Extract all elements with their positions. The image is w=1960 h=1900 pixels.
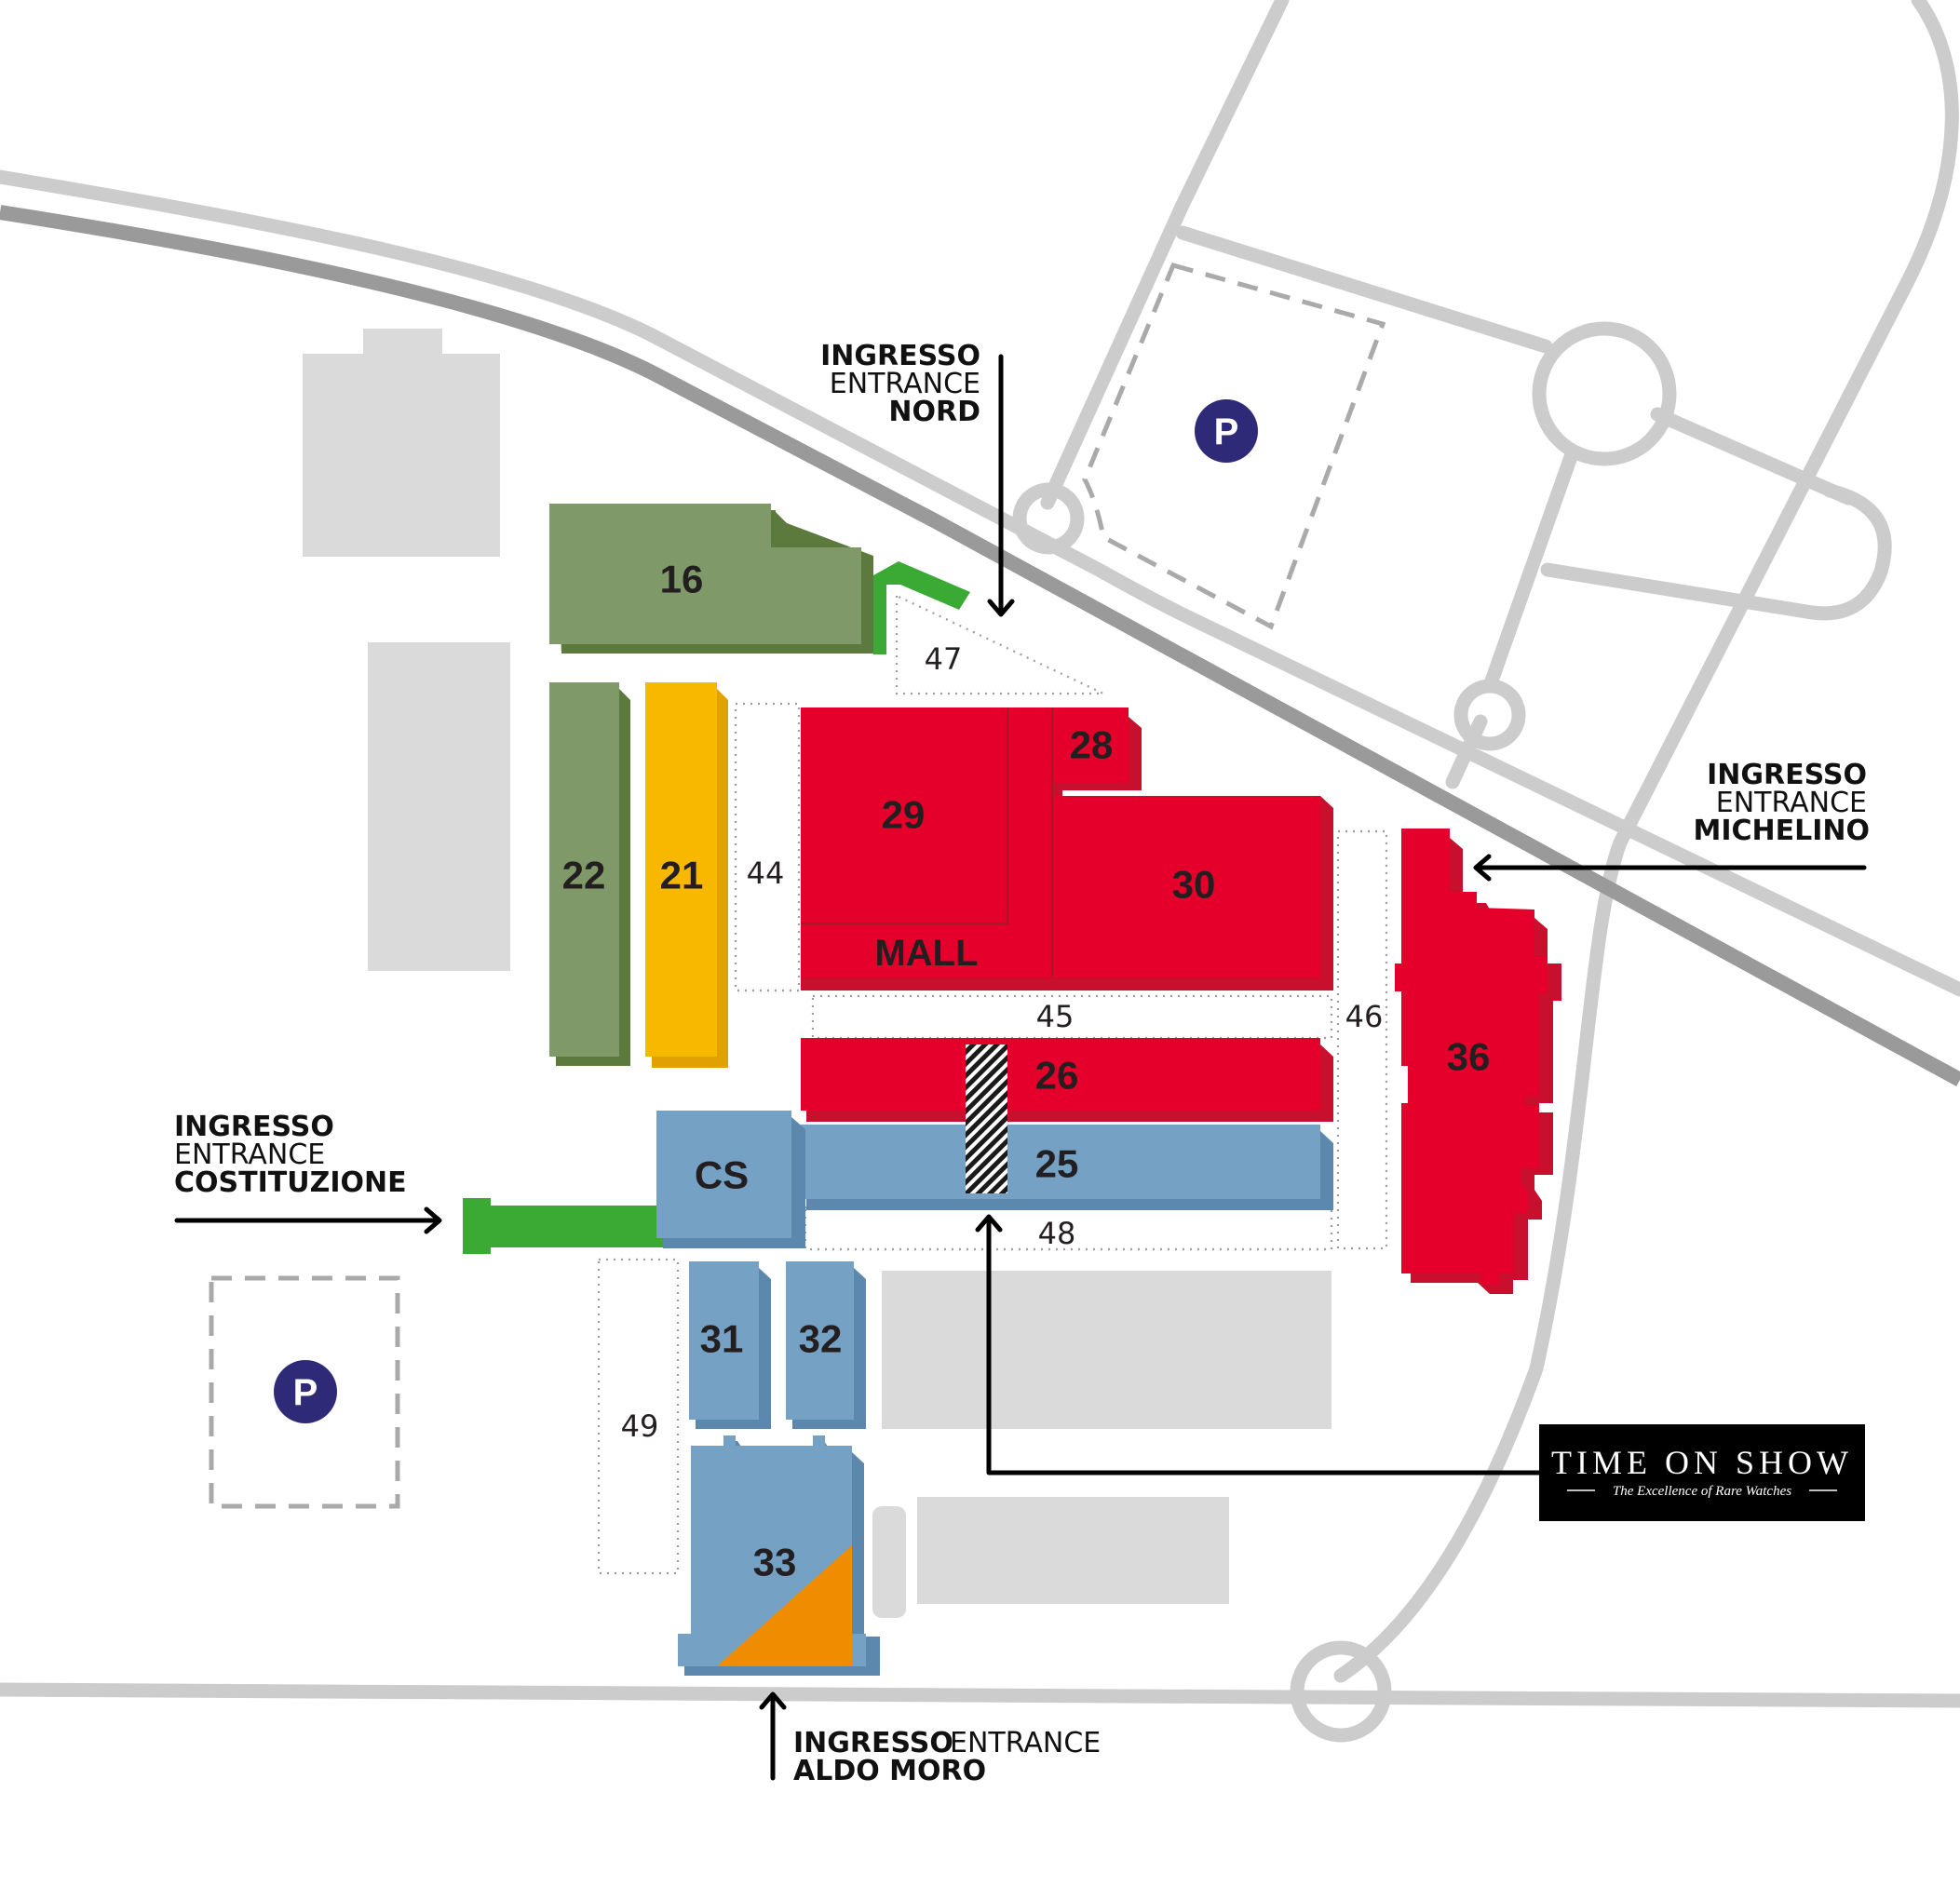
hall-31[interactable] [689,1261,771,1429]
entrance-costituzione: INGRESSO ENTRANCE COSTITUZIONE [174,1111,442,1234]
hall-30-label: 30 [1172,863,1216,907]
other-buildings [303,329,1331,1618]
roundabout-north [1532,321,1677,466]
time-on-show-pointer [975,1214,1542,1476]
hall-22-label: 22 [562,854,606,897]
road-network [0,0,1960,1743]
road-link-c [1650,407,1856,505]
aisle-48-label: 48 [1038,1216,1076,1251]
hall-33-label: 33 [753,1541,797,1584]
entrance-nord-entrance: ENTRANCE [830,368,980,400]
hall-26-label: 26 [1035,1054,1079,1098]
roundabout-small-east [1453,679,1526,751]
building-south-c [872,1506,906,1618]
hall-32[interactable] [786,1261,866,1429]
railway-line [0,205,1960,1087]
entrance-michelino: INGRESSO ENTRANCE MICHELINO [1473,759,1870,882]
road-link-b [1445,714,1488,789]
entrance-nord-arrow [987,354,1015,617]
aisle-outline-49 [597,1258,680,1575]
time-on-show-logo[interactable]: TIME ON SHOW The Excellence of Rare Watc… [1539,1424,1865,1521]
hall-36[interactable] [1395,829,1561,1294]
hall-28-label: 28 [1070,723,1114,767]
entrance-costituzione-arrow [174,1206,442,1234]
roundabout-south [1290,1640,1392,1743]
building-west [368,642,510,971]
entrance-michelino-ingresso: INGRESSO [1707,759,1867,791]
entrance-costituzione-entrance: ENTRANCE [174,1139,325,1171]
hall-29-label: 29 [882,793,926,837]
orange-area-33 [717,1545,852,1666]
hall-26[interactable] [801,1038,1333,1122]
parking-area-north [1082,262,1386,630]
parking-north[interactable]: P [1195,399,1258,463]
entrance-nord: INGRESSO ENTRANCE NORD [820,340,1015,617]
hall-33[interactable] [678,1435,880,1676]
entrance-nord-ingresso: INGRESSO [820,340,980,372]
hall-36-label: 36 [1447,1035,1491,1079]
hatched-corridor [966,1044,1007,1193]
aisle-44-label: 44 [747,856,785,891]
road-ring-east [1540,483,1892,621]
hall-cs-label: CS [695,1153,749,1197]
road-northwest [0,169,1960,997]
roundabout-small-west [1012,482,1085,555]
entrance-michelino-name: MICHELINO [1693,815,1870,847]
hall-16[interactable] [549,504,873,654]
entrance-aldo-moro-arrow [759,1691,787,1781]
mall-label: MALL [874,933,978,974]
aisle-47-label: 47 [925,641,963,677]
building-south-a [882,1271,1331,1429]
aisle-46-label: 46 [1345,999,1384,1034]
logo-title: TIME ON SHOW [1551,1444,1853,1481]
entrance-michelino-arrow [1473,854,1867,882]
hall-16-label: 16 [660,558,704,601]
hall-25-label: 25 [1035,1142,1079,1186]
entrance-aldo-moro: INGRESSO ENTRANCE ALDO MORO [759,1691,1101,1787]
parking-south[interactable]: P [274,1360,337,1423]
connector-costituzione [463,1198,663,1254]
hall-22[interactable] [549,682,630,1066]
hall-31-label: 31 [700,1317,744,1361]
building-northwest [303,329,500,557]
road-east-curve [1333,0,1959,1683]
hall-25[interactable] [801,1125,1333,1210]
hall-group-29-30-mall[interactable] [801,707,1333,990]
aisle-outline-44 [734,702,801,992]
entrance-michelino-entrance: ENTRANCE [1716,787,1867,819]
parking-area-south [209,1275,400,1509]
parking-south-badge [274,1360,337,1423]
parking-north-badge [1195,399,1258,463]
hall-21[interactable] [645,682,728,1068]
entrance-aldo-moro-entrance: ENTRANCE [950,1727,1101,1759]
hall-cs[interactable] [656,1111,805,1248]
entrance-aldo-moro-ingresso: INGRESSO [793,1727,953,1759]
aisle-outline-46 [1336,829,1388,1250]
hall-32-label: 32 [799,1317,843,1361]
entrance-costituzione-ingresso: INGRESSO [174,1111,334,1143]
aisle-45-label: 45 [1036,999,1075,1034]
parking-north-label: P [1214,411,1239,452]
building-south-b [917,1497,1229,1604]
hall-21-label: 21 [660,854,704,897]
road-link-a [1482,447,1579,694]
road-south [0,1682,1960,1708]
aisle-outline-47 [895,594,1104,695]
entrance-costituzione-name: COSTITUZIONE [174,1166,407,1199]
entrance-aldo-moro-name: ALDO MORO [793,1755,986,1787]
entrance-nord-name: NORD [888,396,980,428]
logo-tagline: The Excellence of Rare Watches [1613,1484,1791,1499]
aisle-49-label: 49 [621,1408,659,1444]
road-north-diagonal [1040,0,1290,510]
parking-south-label: P [293,1372,318,1413]
road-parking-edge [1175,225,1553,354]
connector-hall-16 [873,561,970,654]
